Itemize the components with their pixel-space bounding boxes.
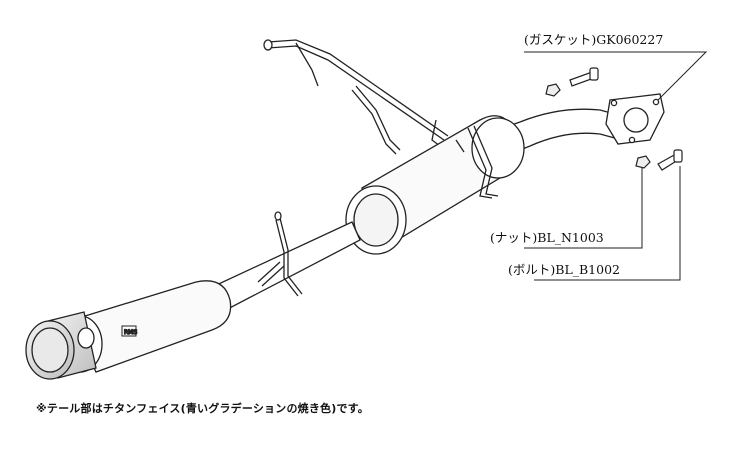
svg-text:RMS: RMS [124, 329, 137, 336]
nut-upper [545, 83, 561, 97]
muffler-hangers [455, 125, 499, 199]
tail-finish-note: ※テール部はチタンフェイス(青いグラデーションの焼き色)です。 [36, 402, 369, 415]
mid-hanger [257, 211, 303, 297]
bolt-upper [569, 67, 599, 87]
titanium-tail-tip [25, 311, 97, 380]
bolt-label: (ボルト)BL_B1002 [508, 262, 620, 277]
gasket-label: (ガスケット)GK060227 [524, 32, 663, 47]
nut-label: (ナット)BL_N1003 [490, 230, 604, 245]
bolt-lower [657, 149, 683, 171]
hanger-rod [263, 39, 449, 155]
gasket [605, 93, 665, 145]
center-muffler [345, 115, 525, 255]
leader-lines [524, 51, 708, 281]
nut-lower [635, 155, 651, 169]
